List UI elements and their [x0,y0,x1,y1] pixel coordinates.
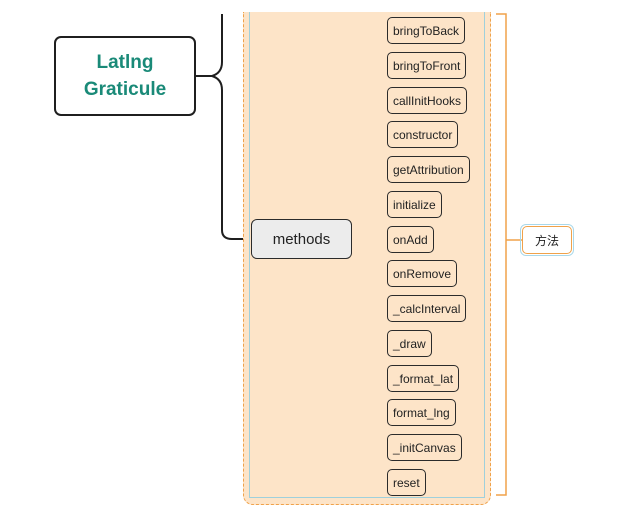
callout-label: 方法 [534,233,559,248]
leaf-node-label: _initCanvas [393,440,456,455]
leaf-node[interactable]: reset [387,469,426,496]
leaf-node[interactable]: getAttribution [387,156,470,183]
methods-node[interactable]: methods [251,219,352,259]
methods-node-label: methods [272,230,331,248]
callout-node[interactable]: 方法 [520,224,574,256]
leaf-node-label: bringToBack [393,23,460,38]
leaf-node[interactable]: _initCanvas [387,434,462,461]
leaf-node[interactable]: onAdd [387,226,434,253]
leaf-node[interactable]: onRemove [387,260,458,287]
methods-group-inner-box [249,12,485,498]
leaf-node-label: onAdd [393,232,428,247]
callout-bracket [496,13,522,496]
leaf-node-label: format_lng [393,405,450,420]
leaf-node[interactable]: initialize [387,191,442,218]
leaf-node[interactable]: bringToFront [387,52,467,79]
leaf-node[interactable]: _format_lat [387,365,460,392]
root-node-title-line2: Graticule [83,79,167,100]
leaf-node-label: bringToFront [393,58,461,73]
leaf-node-label: callInitHooks [393,93,462,108]
leaf-node-label: initialize [393,197,436,212]
leaf-node[interactable]: bringToBack [387,17,466,44]
leaf-node-label: _format_lat [393,371,454,386]
leaf-node[interactable]: _draw [387,330,432,357]
leaf-node[interactable]: _calcInterval [387,295,467,322]
leaf-node-label: onRemove [393,266,452,281]
leaf-node-label: getAttribution [393,162,464,177]
root-brace [208,14,251,240]
leaf-node[interactable]: constructor [387,121,459,148]
leaf-node-label: constructor [393,127,453,142]
leaf-node[interactable]: format_lng [387,399,456,426]
leaf-node-label: _draw [393,336,426,351]
leaf-node-label: reset [393,475,420,490]
root-node-title-line1: Latlng [96,52,154,73]
root-node[interactable]: Latlng Graticule [54,36,196,116]
leaf-node[interactable]: callInitHooks [387,87,468,114]
leaf-node-label: _calcInterval [393,301,461,316]
